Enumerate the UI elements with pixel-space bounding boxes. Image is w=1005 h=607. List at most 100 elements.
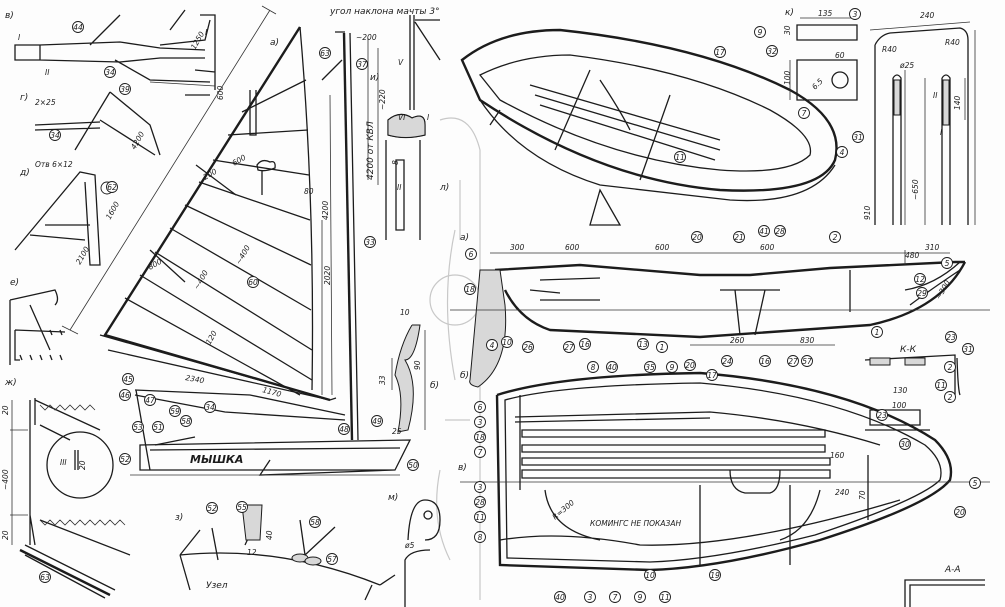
dimension-value: ~400 xyxy=(1,469,10,490)
dimension-value: 2340 xyxy=(185,373,206,385)
callout-circle xyxy=(714,46,726,58)
part-number-callout: 34 xyxy=(105,68,115,77)
callout-circle xyxy=(674,151,686,163)
part-number-callout: 32 xyxy=(767,47,777,56)
callout-circle xyxy=(465,248,477,260)
detail-d xyxy=(14,171,114,266)
part-number-callout: 10 xyxy=(645,571,655,580)
boat-side-view: МЫШКА xyxy=(130,389,412,476)
dimension-value: 135 xyxy=(818,9,833,18)
callout-circle xyxy=(584,591,596,603)
part-number-callout: 20 xyxy=(692,233,702,242)
part-number-callout: 2 xyxy=(948,393,953,402)
section-letter: б) xyxy=(460,371,469,381)
part-number-callout: 45 xyxy=(123,375,133,384)
section-letter: м) xyxy=(388,493,398,503)
dimension-value: 130 xyxy=(893,386,908,395)
part-number-callout: 62 xyxy=(107,183,117,192)
part-number-callout: 41 xyxy=(759,227,769,236)
section-letter: з) xyxy=(175,513,183,523)
part-number-callout: 27 xyxy=(788,357,798,366)
callout-circle xyxy=(39,571,51,583)
part-number-callout: 7 xyxy=(613,593,618,602)
part-number-callout: 7 xyxy=(802,109,807,118)
dimension-value: 310 xyxy=(925,243,940,252)
part-number-callout: 9 xyxy=(758,28,763,37)
dimension-value: 240 xyxy=(835,488,850,497)
dimension-value: 830 xyxy=(800,336,815,345)
sail-plan xyxy=(61,5,337,402)
callout-circle xyxy=(935,379,947,391)
callout-circle xyxy=(774,225,786,237)
callout-circle xyxy=(474,511,486,523)
part-number-callout: 18 xyxy=(475,433,485,442)
dimension-value: 70 xyxy=(858,490,867,500)
callout-circle xyxy=(691,231,703,243)
part-number-callout: 33 xyxy=(365,238,375,247)
callout-circle xyxy=(364,236,376,248)
part-number-callout: 20 xyxy=(955,508,965,517)
part-number-callout: 59 xyxy=(170,407,180,416)
part-number-callout: 5 xyxy=(973,479,978,488)
part-number-callout: 52 xyxy=(207,504,217,513)
part-number-callout: 3 xyxy=(853,10,858,19)
callout-circle xyxy=(944,361,956,373)
part-number-callout: 55 xyxy=(237,503,247,512)
dimension-value: 8 xyxy=(391,160,400,165)
part-number-callout: 23 xyxy=(946,333,956,342)
part-number-callout: 34 xyxy=(50,131,60,140)
part-number-callout: 63 xyxy=(320,49,330,58)
callout-circle xyxy=(407,459,419,471)
d5-note: ø5 xyxy=(404,541,415,550)
detail-e xyxy=(9,289,66,365)
detail-mast-step xyxy=(385,15,441,240)
section-letter: л) xyxy=(439,183,449,193)
d25-note: ø25 xyxy=(899,61,914,70)
dimension-value: 100 xyxy=(892,401,907,410)
callout-circle xyxy=(684,359,696,371)
dimension-value: 600 xyxy=(655,243,670,252)
callout-circle xyxy=(969,477,981,489)
roman-numeral-marker: II xyxy=(397,183,402,192)
roman-numeral-marker: V xyxy=(398,58,404,67)
dimension-value: 12 xyxy=(247,548,257,557)
dimension-value: 2020 xyxy=(323,266,332,285)
callout-circle xyxy=(852,131,864,143)
section-letter: д) xyxy=(19,168,30,178)
part-number-callout: 10 xyxy=(502,338,512,347)
dimension-value: ~650 xyxy=(911,179,920,200)
part-number-callout: 50 xyxy=(408,461,418,470)
part-number-callout: 3 xyxy=(588,593,593,602)
callout-circle xyxy=(563,341,575,353)
part-number-callout: 35 xyxy=(645,363,655,372)
callout-circle xyxy=(733,231,745,243)
callout-circle xyxy=(474,431,486,443)
callout-circle xyxy=(899,438,911,450)
roman-numeral-marker: I xyxy=(427,113,430,122)
part-number-callout: 58 xyxy=(310,518,320,527)
callout-circle xyxy=(104,66,116,78)
part-number-callout: 1 xyxy=(660,343,665,352)
callout-circle xyxy=(801,355,813,367)
callout-circle xyxy=(236,501,248,513)
callout-circle xyxy=(371,415,383,427)
dimension-value: ~220 xyxy=(378,89,387,110)
part-number-callout: 57 xyxy=(327,555,337,564)
callout-circle xyxy=(758,225,770,237)
dimension-value: 600 xyxy=(760,243,775,252)
callout-circle xyxy=(474,531,486,543)
callout-circle xyxy=(579,338,591,350)
part-number-callout: 23 xyxy=(877,411,887,420)
callout-circle xyxy=(319,47,331,59)
part-number-callout: 20 xyxy=(685,361,695,370)
mast xyxy=(321,31,379,441)
callout-circle xyxy=(849,8,861,20)
section-aa: А-А xyxy=(904,565,985,607)
roman-numeral-marker: I xyxy=(18,33,21,42)
callout-circle xyxy=(119,83,131,95)
part-number-callout: 34 xyxy=(205,403,215,412)
part-number-callout: 40 xyxy=(607,363,617,372)
part-number-callout: 49 xyxy=(372,417,382,426)
